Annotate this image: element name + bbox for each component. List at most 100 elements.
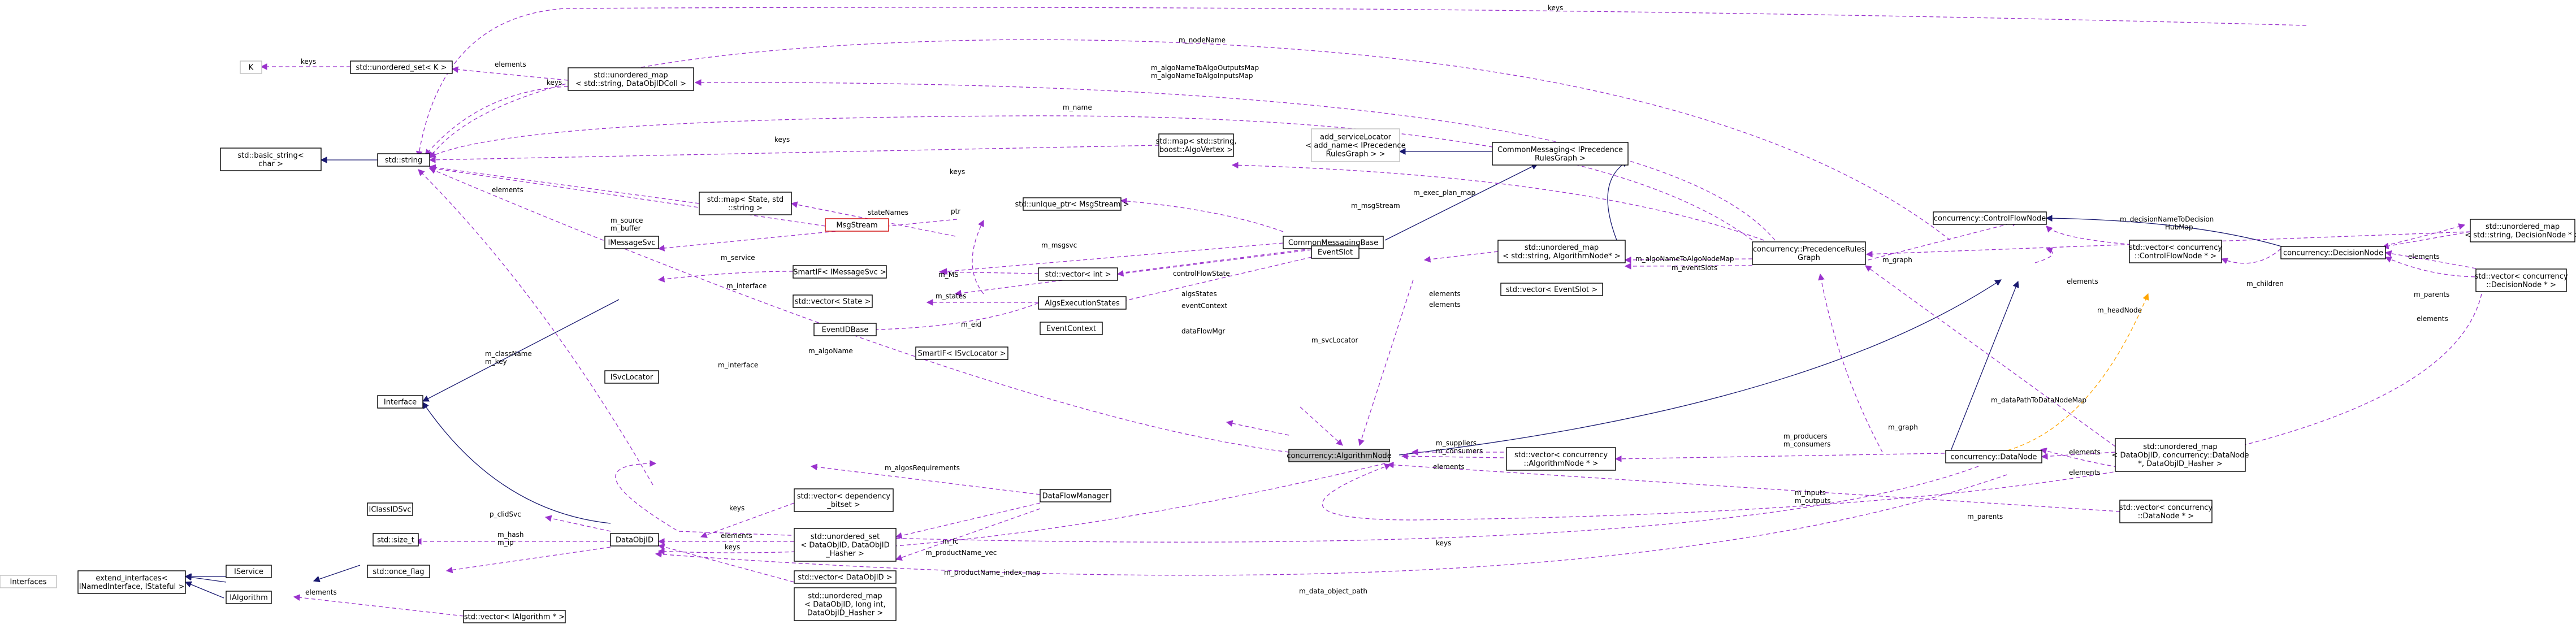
class-node-vector-int[interactable]: std::vector< int > — [1038, 267, 1118, 281]
class-node-K[interactable]: K — [240, 60, 262, 74]
edge-label: controlFlowState — [1173, 270, 1230, 278]
class-node-vector-controlflownode[interactable]: std::vector< concurrency::ControlFlowNod… — [2129, 240, 2222, 263]
class-node-extend-interfaces[interactable]: extend_interfaces<INamedInterface, IStat… — [77, 570, 186, 594]
node-label: add_serviceLocator — [1320, 133, 1392, 142]
edge-usage — [813, 302, 1039, 333]
class-node-vector-state[interactable]: std::vector< State > — [793, 294, 873, 308]
class-node-ialgorithm[interactable]: IAlgorithm — [226, 591, 272, 604]
node-box — [1752, 241, 1866, 265]
node-label: EventSlot — [1318, 249, 1353, 257]
node-label: std::once_flag — [373, 568, 424, 576]
edge-label: m_exec_plan_map — [1413, 189, 1475, 197]
node-label: std::vector< concurrency — [2474, 272, 2568, 281]
edge-usage — [1387, 461, 2120, 512]
edge-label: m_source — [611, 216, 643, 224]
edge-usage — [1624, 257, 1753, 263]
node-label: SmartIF< ISvcLocator > — [917, 350, 1006, 358]
node-label: < DataObjID, concurrency::DataNode — [2111, 452, 2249, 460]
node-box — [1158, 133, 1234, 157]
class-node-iservice[interactable]: IService — [226, 565, 272, 578]
class-node-unique-ptr-msgstream[interactable]: std::unique_ptr< MsgStream > — [1015, 197, 1129, 211]
node-label: *, DataObjID_Hasher > — [2138, 460, 2222, 469]
edge-label: m_svcLocator — [1311, 336, 1358, 344]
class-node-control-flow-node[interactable]: concurrency::ControlFlowNode — [1933, 211, 2047, 225]
node-box — [220, 148, 322, 171]
class-node-interfaces[interactable]: Interfaces — [0, 575, 57, 588]
class-node-unordered-map-str-dataobjidcoll[interactable]: std::unordered_map< std::string, DataObj… — [568, 67, 694, 91]
edge-usage — [700, 502, 795, 538]
node-box — [794, 528, 897, 562]
class-node-event-context[interactable]: EventContext — [1040, 322, 1103, 335]
class-node-smartif-imessagesvc[interactable]: SmartIF< IMessageSvc > — [793, 265, 887, 279]
class-node-map-algovertex[interactable]: std::map< std::string,boost::AlgoVertex … — [1155, 133, 1237, 157]
class-node-algs-execution-states[interactable]: AlgsExecutionStates — [1038, 296, 1127, 310]
edge-label: keys — [950, 168, 965, 176]
class-node-data-node[interactable]: concurrency::DataNode — [1945, 450, 2042, 463]
class-node-algorithm-node[interactable]: concurrency::AlgorithmNode — [1287, 449, 1392, 462]
class-node-iclassidsvc[interactable]: IClassIDSvc — [367, 502, 413, 516]
class-node-add-servicelocator[interactable]: add_serviceLocator< add_name< IPrecedenc… — [1305, 128, 1406, 162]
edge-label: algsStates — [1181, 290, 1217, 298]
node-label: EventContext — [1046, 325, 1096, 333]
edge-label: keys — [301, 58, 316, 66]
node-box — [610, 533, 659, 547]
class-node-vector-ialgorithm[interactable]: std::vector< IAlgorithm * > — [463, 610, 566, 623]
node-box — [1023, 197, 1122, 211]
class-node-vector-dataobjid[interactable]: std::vector< DataObjID > — [794, 570, 897, 584]
node-label: < std::string, DataObjIDColl > — [575, 80, 686, 88]
edge-label: m_algoNameToAlgoNodeMap — [1635, 255, 1734, 263]
node-label: ISvcLocator — [611, 374, 653, 382]
node-label: IAlgorithm — [230, 594, 268, 602]
edge-usage — [2391, 223, 2466, 245]
class-node-data-flow-manager[interactable]: DataFlowManager — [1040, 489, 1111, 502]
node-label: concurrency::DecisionNode — [2283, 249, 2383, 258]
edge-usage — [428, 164, 700, 204]
edge-template — [2001, 293, 2149, 453]
node-box — [1500, 283, 1603, 296]
class-node-interface[interactable]: Interface — [377, 395, 423, 409]
edge-usage — [1226, 420, 1289, 436]
class-node-decision-node[interactable]: concurrency::DecisionNode — [2280, 246, 2386, 259]
node-label: std::vector< DataObjID > — [798, 574, 892, 582]
node-label: DataFlowManager — [1042, 492, 1109, 501]
class-node-smartif-isvclocator[interactable]: SmartIF< ISvcLocator > — [915, 346, 1008, 360]
class-node-vector-decisionnode[interactable]: std::vector< concurrency::DecisionNode *… — [2474, 268, 2568, 292]
edge-usage — [895, 502, 1041, 539]
node-box — [793, 294, 873, 308]
class-node-event-slot[interactable]: EventSlot — [1311, 245, 1360, 259]
node-label: std::unordered_map — [2143, 443, 2217, 452]
edge-label: m_eventSlots — [1672, 264, 1717, 272]
node-box — [77, 570, 186, 594]
class-node-vector-dependency-bitset[interactable]: std::vector< dependency_bitset > — [794, 488, 894, 512]
class-node-map-state-string[interactable]: std::map< State, std::string > — [699, 192, 792, 215]
class-node-unordered-set-dataobjid[interactable]: std::unordered_set< DataObjID, DataObjID… — [794, 528, 897, 562]
class-node-basic-string[interactable]: std::basic_string<char > — [220, 148, 322, 171]
class-node-vector-algorithmnode[interactable]: std::vector< concurrency::AlgorithmNode … — [1506, 447, 1616, 471]
class-node-dataobjid[interactable]: DataObjID — [610, 533, 659, 547]
class-node-vector-datanode[interactable]: std::vector< concurrency::DataNode * > — [2119, 500, 2213, 523]
node-box — [568, 67, 694, 91]
class-node-unordered-map-decisionnode[interactable]: std::unordered_map< std::string, Decisio… — [2465, 219, 2576, 242]
class-node-unordered-map-longint[interactable]: std::unordered_map< DataObjID, long int,… — [794, 587, 897, 621]
node-label: Interface — [384, 398, 417, 407]
class-node-isvclocator[interactable]: ISvcLocator — [604, 370, 659, 384]
edge-usage — [1116, 257, 1312, 305]
edge-label: m_algoNameToAlgoInputsMap — [1151, 72, 1253, 80]
class-node-unordered-map-algnode[interactable]: std::unordered_map< std::string, Algorit… — [1497, 240, 1626, 263]
edge-usage — [2041, 452, 2116, 460]
class-node-string[interactable]: std::string — [377, 153, 430, 167]
class-node-vector-eventslot[interactable]: std::vector< EventSlot > — [1500, 283, 1603, 296]
class-node-size-t[interactable]: std::size_t — [373, 533, 419, 547]
class-node-unordered-set-K[interactable]: std::unordered_set< K > — [350, 60, 453, 74]
class-node-unordered-map-datanode[interactable]: std::unordered_map< DataObjID, concurren… — [2111, 438, 2249, 472]
class-node-once-flag[interactable]: std::once_flag — [367, 565, 430, 578]
class-node-imessagesvc[interactable]: IMessageSvc — [604, 236, 659, 249]
node-box — [1311, 128, 1400, 162]
class-node-msgstream[interactable]: MsgStream — [825, 218, 889, 232]
edge-inheritance — [422, 299, 620, 402]
node-label: MsgStream — [836, 222, 877, 230]
node-box — [367, 502, 413, 516]
class-node-eventidbase[interactable]: EventIDBase — [813, 323, 877, 336]
